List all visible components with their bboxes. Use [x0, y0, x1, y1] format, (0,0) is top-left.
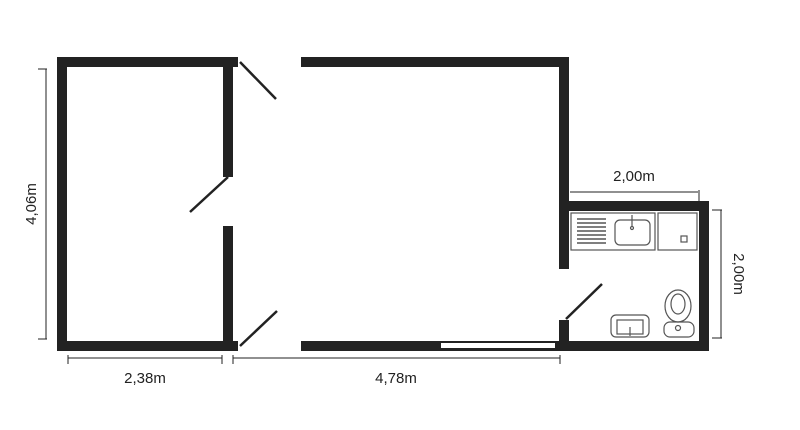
wall-main-right-upper — [559, 57, 569, 269]
dim-bath-width: 2,00m — [613, 168, 655, 185]
left-room — [57, 57, 238, 351]
wall-bath-bottom — [559, 341, 709, 351]
wall-bath-right — [699, 201, 709, 351]
fixtures — [570, 212, 698, 338]
wall-bath-left-lower — [559, 320, 569, 351]
wall-left-top — [57, 57, 238, 67]
wall-left-outer — [57, 57, 67, 351]
bathroom — [559, 201, 709, 351]
dim-main-width: 4,78m — [375, 370, 417, 387]
toilet — [663, 289, 695, 338]
dimensions — [38, 68, 722, 364]
wall-left-partition-upper — [223, 57, 233, 177]
main-room — [301, 57, 569, 351]
dim-bath-height: 2,00m — [730, 253, 747, 295]
wall-left-bottom — [57, 341, 238, 351]
window — [441, 343, 555, 348]
wall-main-bottom — [301, 341, 569, 351]
wall-bath-top — [559, 201, 709, 211]
door-bottom-entry — [239, 310, 278, 347]
wall-main-top — [301, 57, 569, 67]
shower-tray — [657, 212, 698, 251]
washbasin — [610, 314, 650, 338]
kitchenette-sink — [570, 212, 656, 251]
door-bathroom — [565, 283, 603, 320]
dim-left-height: 4,06m — [23, 183, 40, 225]
dim-left-width: 2,38m — [124, 370, 166, 387]
door-left-inner — [189, 176, 229, 213]
wall-left-partition-lower — [223, 226, 233, 351]
door-top-entry — [239, 61, 277, 100]
doors-left — [189, 61, 278, 347]
